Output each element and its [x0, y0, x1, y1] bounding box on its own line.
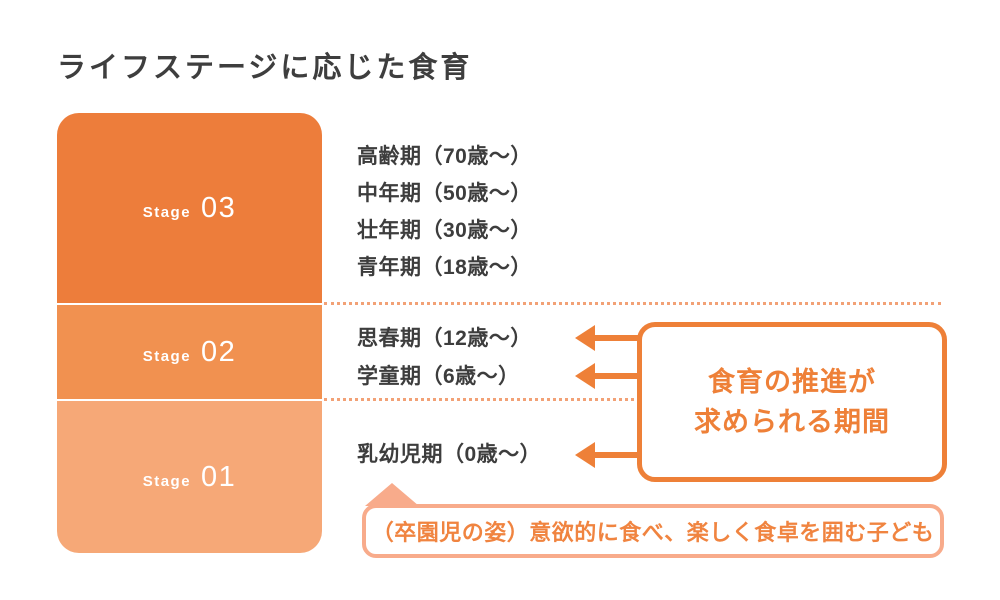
stage-word: Stage: [142, 472, 192, 490]
period-item: 学童期（6歳〜）: [357, 365, 520, 388]
period-item: 乳幼児期（0歳〜）: [357, 443, 542, 466]
callout-line1: 食育の推進が: [708, 366, 876, 397]
period-item: 中年期（50歳〜）: [357, 182, 532, 205]
stage-number: 02: [201, 335, 237, 368]
callout-line2: 求められる期間: [694, 407, 890, 437]
stage2-stage1-divider-line: [324, 398, 634, 401]
promotion-period-callout: 食育の推進が 求められる期間: [637, 322, 947, 482]
stage-03-label: Stage 03: [143, 192, 237, 225]
left-arrow-icon: [575, 442, 639, 468]
page-title: ライフステージに応じた食育: [57, 52, 473, 84]
note-text: （卒園児の姿）意欲的に食べ、楽しく食卓を囲む子ども: [371, 520, 935, 545]
left-arrow-icon: [575, 363, 639, 389]
period-item: 高齢期（70歳〜）: [357, 145, 532, 168]
stage-number: 03: [201, 191, 237, 224]
stage-word: Stage: [142, 347, 192, 365]
stage-column: Stage 03 Stage 02 Stage 01: [57, 113, 322, 553]
note-pointer-triangle: [365, 483, 419, 506]
period-item: 思春期（12歳〜）: [357, 327, 532, 350]
stage-word: Stage: [142, 203, 192, 221]
period-item: 青年期（18歳〜）: [357, 256, 532, 279]
stage-number: 01: [201, 460, 237, 493]
stage-03-block: Stage 03: [57, 113, 322, 305]
graduate-child-note: （卒園児の姿）意欲的に食べ、楽しく食卓を囲む子ども: [362, 504, 944, 558]
stage3-stage2-divider-line: [324, 302, 941, 305]
period-item: 壮年期（30歳〜）: [357, 219, 532, 242]
stage-02-block: Stage 02: [57, 305, 322, 401]
stage-01-block: Stage 01: [57, 401, 322, 553]
stage-02-label: Stage 02: [143, 336, 237, 369]
left-arrow-icon: [575, 325, 639, 351]
stage-01-label: Stage 01: [143, 461, 237, 494]
